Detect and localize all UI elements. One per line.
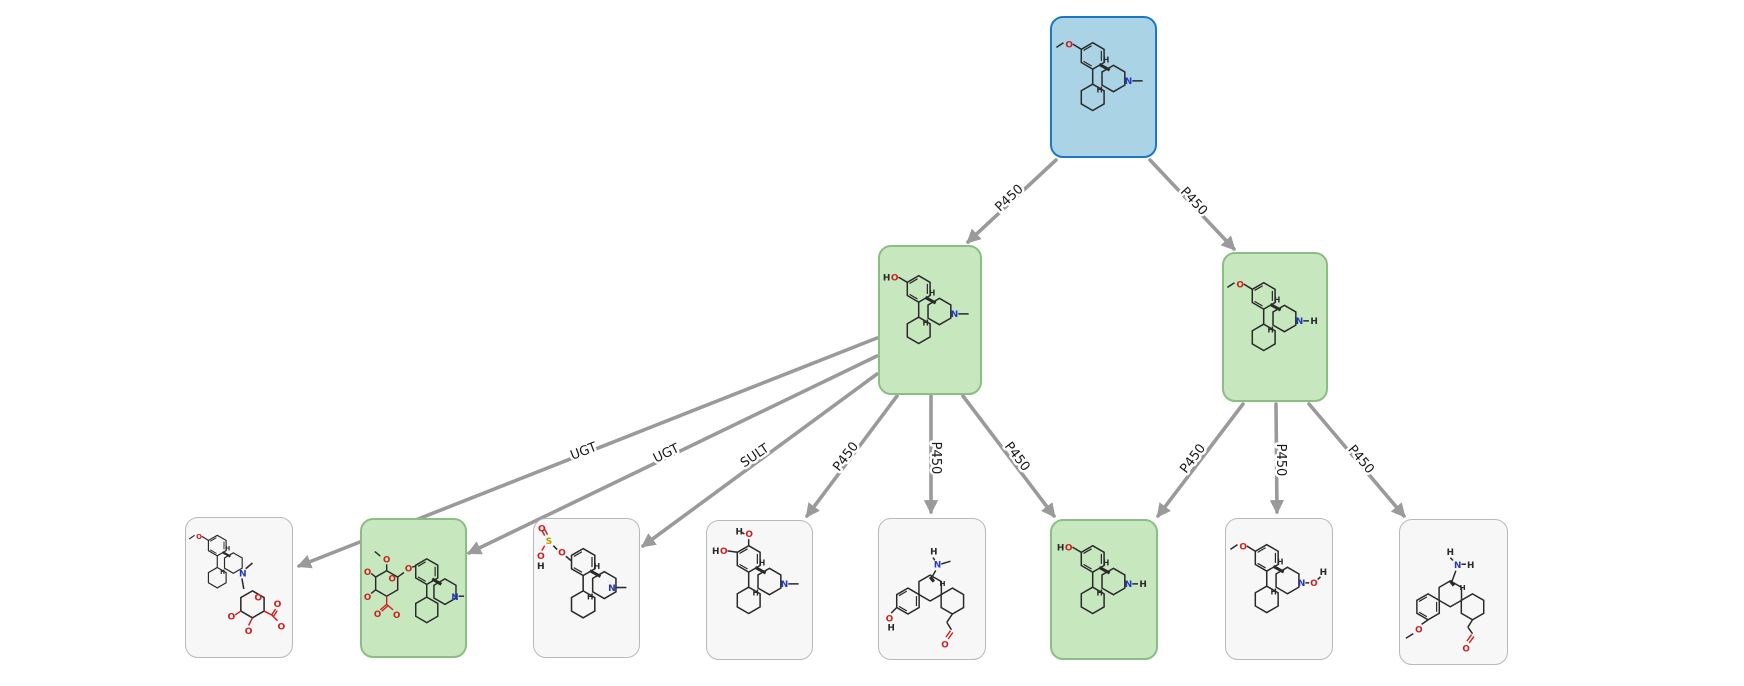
edge-label: P450 (1273, 444, 1288, 477)
svg-text:O: O (891, 273, 899, 283)
svg-text:N: N (608, 584, 616, 594)
svg-text:H: H (735, 527, 742, 537)
molecule-hydroxy-morphinan-NH: H O N H (1057, 543, 1147, 655)
node-metabolite-ring-opened-methoxy[interactable]: H N H H O O (1399, 519, 1508, 665)
molecule-ring-opened-aldehyde-phenol: H N H O O H (886, 548, 965, 650)
edge-label: P450 (993, 182, 1027, 215)
edge-m2-b8 (1307, 402, 1406, 518)
svg-text:O: O (1239, 542, 1247, 552)
svg-text:N: N (1298, 579, 1306, 589)
svg-text:O: O (373, 610, 380, 620)
molecule-hydroxy-N-methylmorphinan: H O N (883, 273, 969, 386)
molecule-methoxy-N-methylmorphinan: O N (1055, 40, 1143, 151)
svg-text:O: O (245, 627, 253, 637)
svg-text:H: H (1057, 543, 1064, 553)
svg-text:H: H (939, 579, 945, 588)
edge-m2-b6 (1156, 402, 1245, 518)
edge-label: SULT (738, 441, 772, 471)
svg-text:O: O (1065, 543, 1073, 553)
edge-root-m1 (966, 158, 1058, 244)
node-metabolite-dihydroxy[interactable]: O H H O N (706, 520, 813, 660)
svg-text:O: O (388, 575, 395, 585)
svg-text:N: N (1124, 77, 1131, 87)
svg-text:O: O (277, 622, 285, 632)
molecule-O-sulfate: N O S O O H (537, 524, 626, 653)
svg-text:H: H (1446, 548, 1453, 558)
edge-label: P450 (1177, 441, 1209, 476)
svg-text:N: N (1125, 580, 1132, 590)
svg-text:O: O (719, 547, 727, 557)
node-parent-compound[interactable]: O N (1050, 16, 1157, 158)
svg-text:O: O (1310, 579, 1318, 589)
svg-text:S: S (545, 537, 552, 547)
svg-text:N: N (934, 561, 941, 571)
node-metabolite-O-glucuronide[interactable]: O O O O O O O N (360, 518, 467, 658)
molecule-dihydroxy-N-methylmorphinan: O H H O N (711, 527, 799, 654)
svg-text:O: O (363, 593, 370, 603)
node-metabolite-methoxy-NH[interactable]: O N H (1222, 252, 1328, 402)
molecule-methoxy-morphinan-NH: O N H (1226, 280, 1318, 393)
svg-text:N: N (1296, 317, 1303, 327)
svg-text:O: O (1415, 626, 1423, 636)
edge-root-m2 (1148, 158, 1236, 251)
node-metabolite-hydroxy-NH[interactable]: H O N H (1050, 519, 1158, 660)
svg-text:H: H (1466, 561, 1473, 571)
svg-text:O: O (1236, 280, 1244, 290)
edge-m1-b3 (641, 372, 879, 548)
svg-text:H: H (537, 562, 545, 572)
edge-m1-b6 (961, 394, 1056, 518)
svg-text:O: O (254, 593, 262, 603)
molecule-O-glucuronide: O O O O O O O N (363, 551, 464, 624)
svg-text:O: O (1065, 40, 1073, 50)
svg-text:O: O (363, 568, 370, 578)
svg-text:O: O (537, 552, 545, 562)
edge-m1-b4 (805, 394, 899, 518)
svg-text:N: N (239, 569, 247, 579)
edge-label: UGT (651, 441, 682, 466)
node-metabolite-ring-opened-phenol[interactable]: H N H O O H (878, 518, 986, 660)
svg-text:O: O (745, 530, 753, 540)
molecule-ring-opened-aldehyde-methoxy: H N H H O O (1404, 548, 1484, 654)
edge-label: P450 (1344, 442, 1376, 477)
svg-text:H: H (888, 624, 895, 634)
edge-label: P450 (1177, 185, 1210, 219)
edge-label: UGT (568, 440, 599, 464)
svg-text:H: H (711, 547, 718, 557)
svg-text:O: O (404, 565, 411, 575)
edge-label: P450 (830, 439, 862, 474)
edge-m2-b7 (1269, 402, 1285, 515)
molecule-N-glucuronide: O N O O O O O (189, 532, 285, 637)
svg-text:H: H (1320, 568, 1328, 578)
node-metabolite-N-glucuronide[interactable]: O N O O O O O (185, 517, 293, 658)
node-metabolite-N-hydroxy[interactable]: O N O H (1225, 518, 1333, 660)
svg-text:H: H (883, 273, 890, 283)
svg-text:N: N (780, 580, 787, 590)
svg-text:O: O (886, 614, 894, 624)
node-metabolite-O-sulfate[interactable]: N O S O O H (533, 518, 640, 658)
edge-label: P450 (1001, 439, 1033, 474)
molecule-N-hydroxy-methoxy-morphinan: O N O H (1229, 542, 1328, 654)
svg-text:H: H (1310, 317, 1317, 327)
svg-text:H: H (1459, 583, 1465, 592)
svg-text:O: O (941, 640, 949, 650)
svg-text:O: O (227, 612, 235, 622)
svg-text:O: O (393, 611, 400, 621)
svg-text:N: N (1454, 561, 1461, 571)
svg-text:N: N (451, 593, 458, 603)
svg-text:O: O (383, 556, 390, 566)
svg-text:O: O (558, 548, 566, 558)
svg-text:N: N (951, 310, 958, 320)
node-metabolite-hydroxy-N-methyl[interactable]: H O N (878, 245, 982, 395)
edge-label: P450 (928, 442, 943, 475)
svg-text:H: H (1139, 580, 1146, 590)
svg-text:O: O (274, 600, 282, 610)
svg-text:H: H (930, 548, 937, 558)
svg-text:O: O (1462, 644, 1470, 654)
svg-text:O: O (537, 524, 545, 534)
svg-text:O: O (196, 532, 202, 540)
